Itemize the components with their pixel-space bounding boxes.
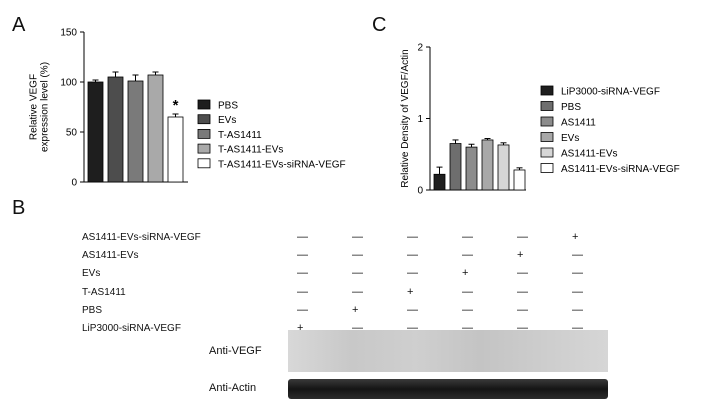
treatment-minus: —: [572, 322, 583, 334]
treatment-minus: —: [407, 231, 418, 243]
legend-label: AS1411-EVs-siRNA-VEGF: [561, 164, 680, 175]
treatment-minus: —: [462, 285, 473, 298]
y-tick-label: 100: [60, 78, 77, 89]
treatment-minus: —: [517, 303, 528, 316]
treatment-minus: —: [572, 303, 583, 316]
bar: [107, 76, 124, 183]
bar: [513, 169, 526, 191]
treatment-minus: —: [462, 322, 473, 334]
panel-label-b: B: [12, 197, 26, 219]
panel-label-c: C: [372, 14, 387, 36]
y-axis-label: Relative VEGFexpression level (%): [29, 62, 51, 152]
treatment-label: T-AS1411: [82, 286, 126, 298]
treatment-minus: —: [407, 322, 418, 334]
treatment-minus: —: [572, 267, 583, 280]
y-axis-label: Relative Density of VEGF/Actin: [400, 49, 411, 187]
treatment-minus: —: [517, 322, 528, 334]
blot-band-actin: [288, 379, 608, 399]
legend-label: T-AS1411: [218, 130, 262, 141]
legend-label: T-AS1411-EVs: [218, 145, 283, 156]
treatment-label: EVs: [82, 268, 101, 280]
treatment-minus: —: [407, 267, 418, 280]
treatment-minus: —: [462, 303, 473, 316]
legend-swatch: [197, 114, 211, 125]
treatment-minus: —: [407, 303, 418, 316]
treatment-plus: +: [572, 231, 579, 243]
bar: [465, 146, 478, 191]
legend-label: T-AS1411-EVs-siRNA-VEGF: [218, 159, 346, 170]
bar: [481, 139, 494, 191]
legend-swatch: [540, 147, 554, 158]
legend-swatch: [540, 85, 554, 96]
treatment-plus: +: [297, 322, 304, 334]
y-tick-label: 0: [71, 178, 77, 189]
legend-swatch: [197, 128, 211, 139]
bar: [433, 173, 446, 191]
treatment-plus: +: [462, 267, 469, 280]
anti-vegf-label: Anti-VEGF: [209, 345, 262, 357]
blot-band-vegf: [288, 330, 608, 372]
legend-label: PBS: [561, 102, 581, 113]
treatment-minus: —: [297, 267, 308, 280]
treatment-minus: —: [297, 249, 308, 262]
bar: [147, 74, 164, 183]
treatment-minus: —: [297, 231, 308, 243]
legend-swatch: [540, 163, 554, 173]
legend-label: LiP3000-siRNA-VEGF: [561, 87, 660, 98]
legend-label: AS1411: [561, 118, 596, 129]
treatment-minus: —: [352, 322, 363, 334]
legend-swatch: [197, 99, 211, 110]
legend-label: EVs: [561, 133, 579, 144]
bar: [87, 81, 104, 183]
treatment-label: AS1411-EVs: [82, 250, 139, 262]
y-tick-label: 0: [417, 186, 423, 197]
bar: [497, 144, 510, 191]
bar: [127, 80, 144, 183]
treatment-minus: —: [462, 231, 473, 243]
bar: [167, 116, 184, 183]
treatment-minus: —: [462, 249, 473, 262]
treatment-label: AS1411-EVs-siRNA-VEGF: [82, 232, 201, 243]
legend-swatch: [197, 143, 211, 154]
treatment-minus: —: [517, 267, 528, 280]
treatment-minus: —: [572, 285, 583, 298]
treatment-minus: —: [517, 285, 528, 298]
legend-swatch: [540, 116, 554, 127]
treatment-minus: —: [352, 249, 363, 262]
treatment-minus: —: [517, 231, 528, 243]
treatment-label: PBS: [82, 304, 103, 316]
treatment-minus: —: [352, 231, 363, 243]
y-tick-label: 150: [60, 28, 77, 39]
treatment-plus: +: [517, 249, 524, 262]
treatment-minus: —: [352, 285, 363, 298]
y-tick-label: 2: [417, 43, 423, 54]
treatment-minus: —: [297, 285, 308, 298]
legend-swatch: [540, 132, 554, 142]
legend-label: EVs: [218, 115, 236, 126]
bar: [449, 143, 462, 191]
significance-marker: *: [173, 97, 179, 114]
legend-swatch: [540, 101, 554, 111]
anti-actin-label: Anti-Actin: [209, 382, 257, 394]
treatment-label: LiP3000-siRNA-VEGF: [82, 323, 181, 334]
treatment-minus: —: [352, 267, 363, 280]
y-tick-label: 50: [66, 128, 78, 139]
treatment-plus: +: [407, 285, 414, 298]
legend-label: PBS: [218, 101, 238, 112]
treatment-minus: —: [297, 303, 308, 316]
panel-label-a: A: [12, 14, 26, 36]
treatment-minus: —: [407, 249, 418, 262]
y-tick-label: 1: [417, 114, 423, 125]
treatment-minus: —: [572, 249, 583, 262]
treatment-plus: +: [352, 303, 359, 316]
legend-label: AS1411-EVs: [561, 149, 618, 160]
legend-swatch: [197, 158, 211, 169]
